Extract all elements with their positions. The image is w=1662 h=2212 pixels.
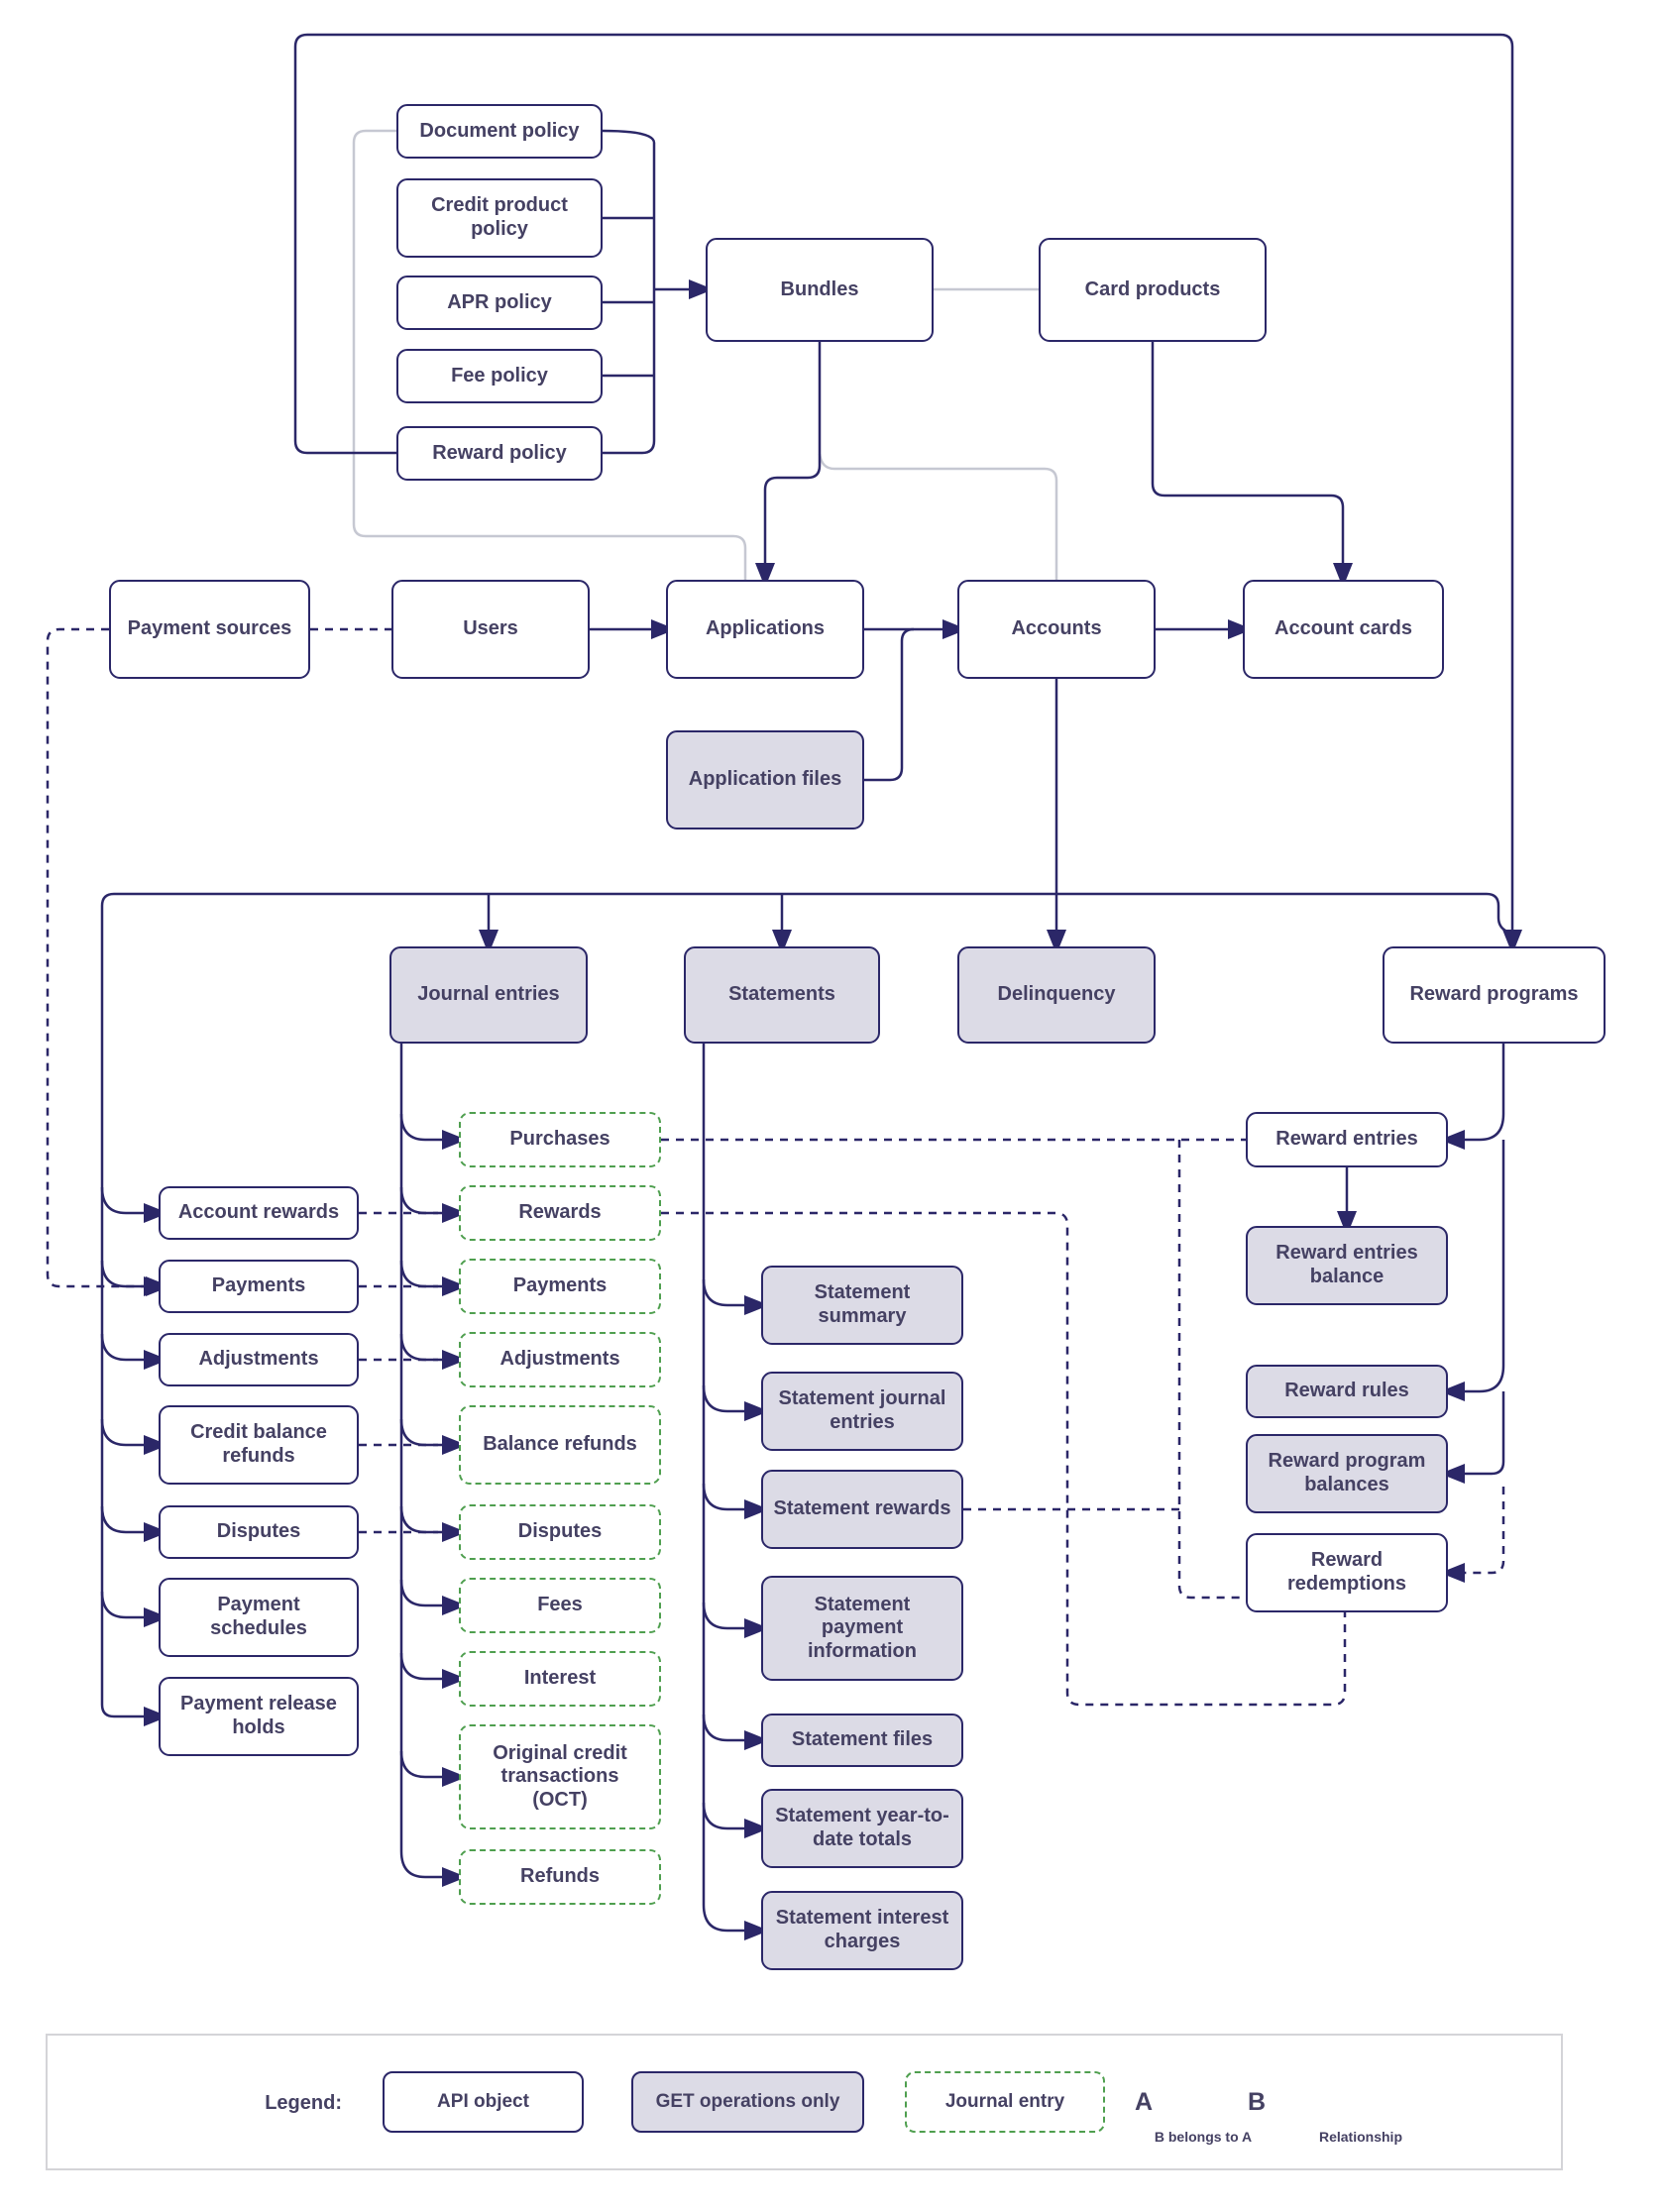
node-apr-policy: APR policy — [396, 276, 603, 330]
node-applications: Applications — [666, 580, 864, 679]
node-je-interest: Interest — [459, 1651, 661, 1707]
node-reward-program-balances: Reward program balances — [1246, 1434, 1448, 1513]
node-je-purchases: Purchases — [459, 1112, 661, 1167]
edge-bundles-applications — [755, 342, 822, 588]
node-adjustments: Adjustments — [159, 1333, 359, 1386]
node-statement-payment-information: Statement payment information — [761, 1576, 963, 1681]
node-reward-entries-balance: Reward entries balance — [1246, 1226, 1448, 1305]
node-payment-schedules: Payment schedules — [159, 1578, 359, 1657]
edge-application-files-accounts — [864, 627, 915, 782]
edge-reward-programs-reward-entries — [1440, 1044, 1505, 1150]
node-reward-rules: Reward rules — [1246, 1365, 1448, 1418]
node-payments: Payments — [159, 1260, 359, 1313]
node-disputes: Disputes — [159, 1505, 359, 1559]
node-fee-policy: Fee policy — [396, 349, 603, 403]
legend-letter-a: A — [1134, 2087, 1154, 2116]
node-statements: Statements — [684, 946, 880, 1044]
node-delinquency: Delinquency — [957, 946, 1156, 1044]
node-credit-balance-refunds: Credit balance refunds — [159, 1405, 359, 1485]
node-je-fees: Fees — [459, 1578, 661, 1633]
node-account-cards: Account cards — [1243, 580, 1444, 679]
node-account-rewards: Account rewards — [159, 1186, 359, 1240]
node-statement-journal-entries: Statement journal entries — [761, 1372, 963, 1451]
legend-belongs-caption: B belongs to A — [1154, 2129, 1253, 2145]
legend-api-object: API object — [383, 2071, 584, 2133]
legend-relationship-caption: Relationship — [1318, 2129, 1402, 2145]
node-accounts: Accounts — [957, 580, 1156, 679]
legend-journal-entry: Journal entry — [905, 2071, 1105, 2133]
node-document-policy: Document policy — [396, 104, 603, 159]
edge-bundles-accounts — [818, 453, 1058, 580]
node-statement-summary: Statement summary — [761, 1266, 963, 1345]
gray-connectors — [352, 129, 1058, 580]
node-application-files: Application files — [666, 730, 864, 830]
node-je-adjustments: Adjustments — [459, 1332, 661, 1387]
legend-title: Legend: — [265, 2091, 342, 2114]
edge-reward-programs-reward-program-balances — [1440, 1391, 1505, 1484]
node-reward-entries: Reward entries — [1246, 1112, 1448, 1167]
edge-left-feeder — [100, 892, 168, 1726]
node-je-balance-refunds: Balance refunds — [459, 1405, 661, 1485]
edge-journal-entries-feeder — [399, 1044, 467, 1887]
node-card-products: Card products — [1039, 238, 1267, 342]
node-je-payments: Payments — [459, 1259, 661, 1314]
node-je-original-credit-transactions: Original credit transactions (OCT) — [459, 1724, 661, 1829]
node-journal-entries: Journal entries — [389, 946, 588, 1044]
edge-card-products-account-cards — [1151, 342, 1353, 588]
legend-get-operations-only: GET operations only — [631, 2071, 864, 2133]
node-credit-product-policy: Credit product policy — [396, 178, 603, 258]
node-je-rewards: Rewards — [459, 1185, 661, 1241]
dashed-relationships — [46, 627, 1505, 1707]
node-payment-release-holds: Payment release holds — [159, 1677, 359, 1756]
edge-document-policy-applications — [352, 129, 747, 580]
node-reward-redemptions: Reward redemptions — [1246, 1533, 1448, 1612]
node-bundles: Bundles — [706, 238, 934, 342]
node-statement-year-to-date-totals: Statement year-to-date totals — [761, 1789, 963, 1868]
edge-reward-policy-reward-programs — [293, 33, 1522, 954]
node-reward-programs: Reward programs — [1383, 946, 1606, 1044]
node-statement-files: Statement files — [761, 1714, 963, 1767]
edge-accounts-bus — [114, 892, 1508, 934]
edge-reward-programs-reward-redemptions — [1440, 1487, 1505, 1583]
node-users: Users — [391, 580, 590, 679]
edge-statements-feeder — [702, 1044, 769, 1940]
node-reward-policy: Reward policy — [396, 426, 603, 481]
node-je-refunds: Refunds — [459, 1849, 661, 1905]
node-statement-rewards: Statement rewards — [761, 1470, 963, 1549]
solid-connectors — [100, 33, 1522, 1940]
node-statement-interest-charges: Statement interest charges — [761, 1891, 963, 1970]
edge-je-rewards-reward-redemptions — [661, 1211, 1347, 1707]
legend-letter-b: B — [1247, 2087, 1267, 2116]
node-je-disputes: Disputes — [459, 1504, 661, 1560]
edge-payment-sources-payments — [46, 627, 170, 1296]
edge-reward-programs-reward-rules — [1440, 1140, 1505, 1401]
edge-purchases-branch-reward-redemptions — [1177, 1140, 1246, 1600]
node-payment-sources: Payment sources — [109, 580, 310, 679]
